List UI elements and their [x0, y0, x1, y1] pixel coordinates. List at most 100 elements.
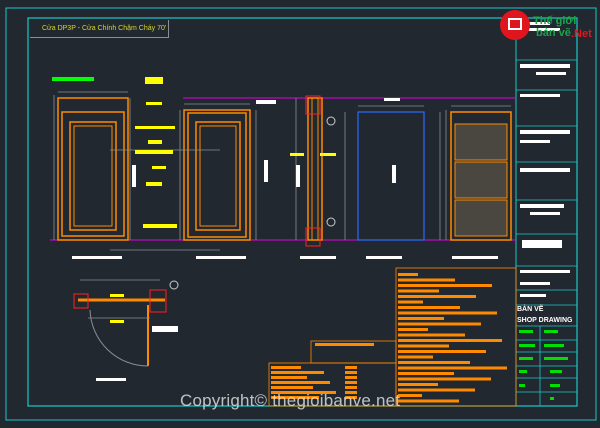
title-block-text: [520, 130, 570, 134]
title-block-text: [536, 72, 566, 75]
annotation-label: [72, 256, 122, 259]
schedule-cell: [345, 376, 357, 379]
note-line: [398, 328, 428, 331]
schedule-cell: [345, 391, 357, 394]
note-line: [398, 273, 418, 276]
house-icon: [508, 18, 522, 30]
drawing-type-label: BẢN VẼ: [517, 306, 544, 313]
annotation-label: [320, 153, 336, 156]
notes-text-bars: [271, 273, 507, 403]
annotation-label: [148, 140, 162, 144]
note-line: [398, 355, 433, 359]
title-block-text: [520, 140, 550, 143]
schedule-cell: [345, 371, 357, 374]
schedule-cell: [345, 381, 357, 384]
title-block-text: [520, 294, 546, 297]
schedule-cell: [345, 396, 357, 399]
schedule-cell: [345, 386, 357, 389]
note-line: [398, 350, 486, 353]
title-block-text: [520, 94, 560, 97]
logo-line2: bản vẽ: [536, 27, 571, 39]
annotation-labels: [52, 77, 498, 381]
schedule-header: [334, 343, 374, 346]
frame-elevation: [357, 111, 425, 241]
title-block-text: [520, 28, 560, 31]
annotation-label: [110, 294, 124, 297]
title-block-value: [519, 330, 533, 333]
title-block-value: [519, 384, 525, 387]
outer-border: [5, 7, 597, 421]
schedule-header: [315, 343, 335, 346]
annotation-label: [384, 98, 400, 101]
door-elevation-2: [183, 109, 251, 241]
title-block-value: [544, 344, 564, 347]
site-logo[interactable]: Thế giới bản vẽ .Net: [500, 10, 600, 42]
note-line: [398, 394, 422, 397]
logo-emblem: [500, 10, 530, 40]
title-block-text: [520, 22, 550, 25]
title-block-text: [520, 270, 570, 273]
annotation-label: [145, 77, 163, 84]
title-block-value: [550, 397, 554, 400]
note-line: [398, 278, 455, 282]
annotation-label: [146, 182, 162, 186]
title-block-text: [520, 282, 550, 285]
annotation-label: [110, 320, 124, 323]
title-block-text: [520, 204, 564, 208]
note-line: [398, 289, 439, 293]
annotation-label: [152, 166, 166, 169]
dimension-lines: [53, 91, 511, 319]
annotation-label: [366, 256, 402, 259]
annotation-label: [132, 165, 136, 187]
title-block: [515, 17, 578, 407]
title-block-text: [522, 240, 562, 248]
title-block-value: [544, 357, 568, 360]
annotation-label: [300, 256, 336, 259]
copyright-watermark: Copyright© thegioibanve.net: [180, 391, 401, 410]
annotation-label: [264, 160, 268, 182]
title-block-value: [550, 384, 560, 387]
note-line: [398, 344, 449, 348]
title-block-text: [520, 64, 570, 68]
note-line: [398, 383, 438, 386]
note-line: [398, 300, 423, 304]
annotation-label: [152, 326, 178, 332]
door-elevation-1: [57, 97, 129, 241]
note-line: [398, 322, 481, 326]
title-block-value: [519, 344, 535, 347]
annotation-label: [296, 165, 300, 187]
note-line: [398, 377, 491, 381]
drawing-type-value: SHOP DRAWING: [517, 317, 573, 324]
note-line: [398, 295, 476, 298]
title-block-value: [519, 370, 527, 373]
notes-table: [268, 267, 517, 407]
note-line: [398, 366, 507, 370]
annotation-label: [290, 153, 304, 156]
schedule-cell: [271, 366, 301, 369]
note-line: [398, 317, 444, 320]
annotation-label: [96, 378, 126, 381]
door-section: [305, 95, 336, 247]
schedule-cell: [345, 366, 357, 369]
annotation-label: [452, 256, 498, 259]
note-line: [398, 284, 492, 287]
logo-line3: .Net: [571, 28, 592, 40]
schedule-cell: [271, 386, 313, 389]
note-line: [398, 399, 459, 403]
title-block-value: [544, 330, 558, 333]
title-block-text: [530, 212, 560, 215]
schedule-cell: [271, 381, 330, 384]
panel-elevation: [450, 111, 512, 241]
schedule-cell: [271, 391, 336, 394]
annotation-label: [52, 77, 94, 81]
annotation-label: [392, 165, 396, 183]
title-block-text: [520, 168, 570, 172]
title-block-value: [550, 370, 562, 373]
title-block-value: [519, 357, 533, 360]
note-line: [398, 339, 502, 342]
annotation-label: [135, 150, 173, 154]
annotation-label: [135, 126, 175, 129]
annotation-label: [256, 100, 276, 104]
